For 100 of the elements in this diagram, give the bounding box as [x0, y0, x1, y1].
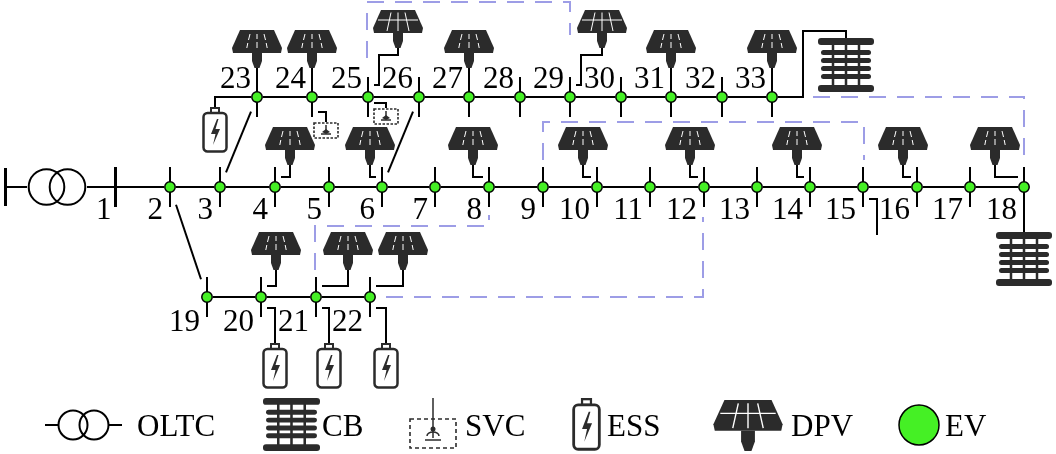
transformer-symbol — [27, 168, 87, 206]
bus-number: 17 — [932, 193, 963, 224]
bus-node — [463, 77, 475, 117]
feeder-line — [548, 186, 592, 188]
bus-number: 33 — [735, 62, 766, 93]
connection-line — [777, 30, 847, 98]
connection-line — [902, 164, 912, 178]
battery-icon — [202, 107, 228, 153]
solar-panel-icon — [877, 127, 929, 165]
bus-node — [251, 77, 263, 117]
connection-line — [796, 164, 805, 178]
bus-number: 23 — [220, 62, 251, 93]
connection-line — [280, 164, 291, 178]
solar-panel-icon — [443, 30, 495, 68]
bus-node — [306, 77, 318, 117]
feeder-line — [494, 186, 538, 188]
bus-node — [615, 77, 627, 117]
bus-number: 10 — [559, 193, 590, 224]
solar-panel-icon — [250, 232, 302, 270]
capacitor-bank-icon — [818, 38, 874, 92]
connection-line — [369, 164, 377, 178]
bus-node — [269, 167, 281, 207]
connection-line — [472, 164, 484, 178]
bus-node — [857, 167, 869, 207]
bus-node — [766, 77, 778, 117]
connection-line — [375, 307, 387, 344]
bus-node — [698, 167, 710, 207]
feeder-line — [280, 186, 324, 188]
connection-line — [994, 164, 1019, 178]
connection-line — [375, 269, 404, 287]
connection-line — [373, 102, 387, 109]
bus-number: 9 — [520, 193, 536, 224]
bus-node — [310, 277, 322, 317]
bus-number: 11 — [613, 193, 643, 224]
battery-icon — [262, 343, 288, 389]
bus-number: 18 — [986, 193, 1017, 224]
connection-line — [321, 307, 330, 344]
bus-node — [364, 277, 376, 317]
bus-node — [665, 77, 677, 117]
bus-node — [804, 167, 816, 207]
feeder-line — [868, 186, 912, 188]
solar-panel-icon — [771, 127, 823, 165]
solar-panel-icon — [322, 232, 374, 270]
feeder-line — [266, 296, 311, 298]
solar-panel-icon — [664, 127, 716, 165]
feeder-line — [762, 186, 805, 188]
feeder-line — [387, 186, 430, 188]
feeder-line — [175, 186, 215, 188]
feeder-line — [525, 96, 565, 98]
feeder-line — [424, 96, 464, 98]
bus-node — [164, 167, 176, 207]
feeder-line — [387, 110, 414, 174]
bus-number: 19 — [169, 305, 200, 336]
feeder-line — [626, 96, 666, 98]
legend-label: CB — [322, 410, 364, 441]
bus-number: 32 — [685, 62, 716, 93]
solar-panel-icon — [264, 127, 316, 165]
feeder-line — [975, 186, 1019, 188]
connection-line — [1023, 206, 1025, 233]
bus-number: 31 — [634, 62, 665, 93]
bus-node — [564, 77, 576, 117]
solar-panel-icon — [645, 30, 697, 68]
bus-number: 12 — [666, 193, 697, 224]
capacitor-bank-icon — [996, 232, 1052, 286]
solar-panel-icon — [372, 10, 424, 48]
bus-node — [362, 77, 374, 117]
connection-line — [311, 67, 313, 78]
feeder-line — [212, 296, 256, 298]
connection-line — [689, 164, 699, 178]
svc-icon — [373, 108, 399, 125]
bus-number: 14 — [772, 193, 803, 224]
bus-node — [201, 277, 213, 317]
bus-number: 30 — [584, 62, 615, 93]
legend-label: OLTC — [137, 410, 216, 441]
bus-node — [323, 167, 335, 207]
feeder-line — [373, 96, 414, 98]
solar-panel-icon — [746, 30, 798, 68]
bus-number: 20 — [223, 305, 254, 336]
battery-icon — [316, 343, 342, 389]
feeder-line — [6, 186, 28, 188]
connection-line — [575, 47, 603, 86]
bus-node — [483, 167, 495, 207]
bus-number: 24 — [275, 62, 306, 93]
feeder-line — [317, 96, 363, 98]
feeder-line — [575, 96, 616, 98]
connection-line — [582, 164, 592, 178]
connection-line — [468, 67, 470, 78]
solar-panel-icon — [377, 232, 429, 270]
bus-node — [214, 167, 226, 207]
bus-number: 6 — [359, 193, 375, 224]
bus-node — [413, 77, 425, 117]
bus-number: 5 — [306, 193, 322, 224]
bus-number: 13 — [719, 193, 750, 224]
solar-panel-icon — [447, 127, 499, 165]
bus-number: 28 — [483, 62, 514, 93]
bus-number: 22 — [332, 305, 363, 336]
bus-number: 2 — [147, 193, 163, 224]
bus-bar — [4, 168, 7, 206]
bus-number: 7 — [412, 193, 428, 224]
bus-number: 27 — [432, 62, 463, 93]
